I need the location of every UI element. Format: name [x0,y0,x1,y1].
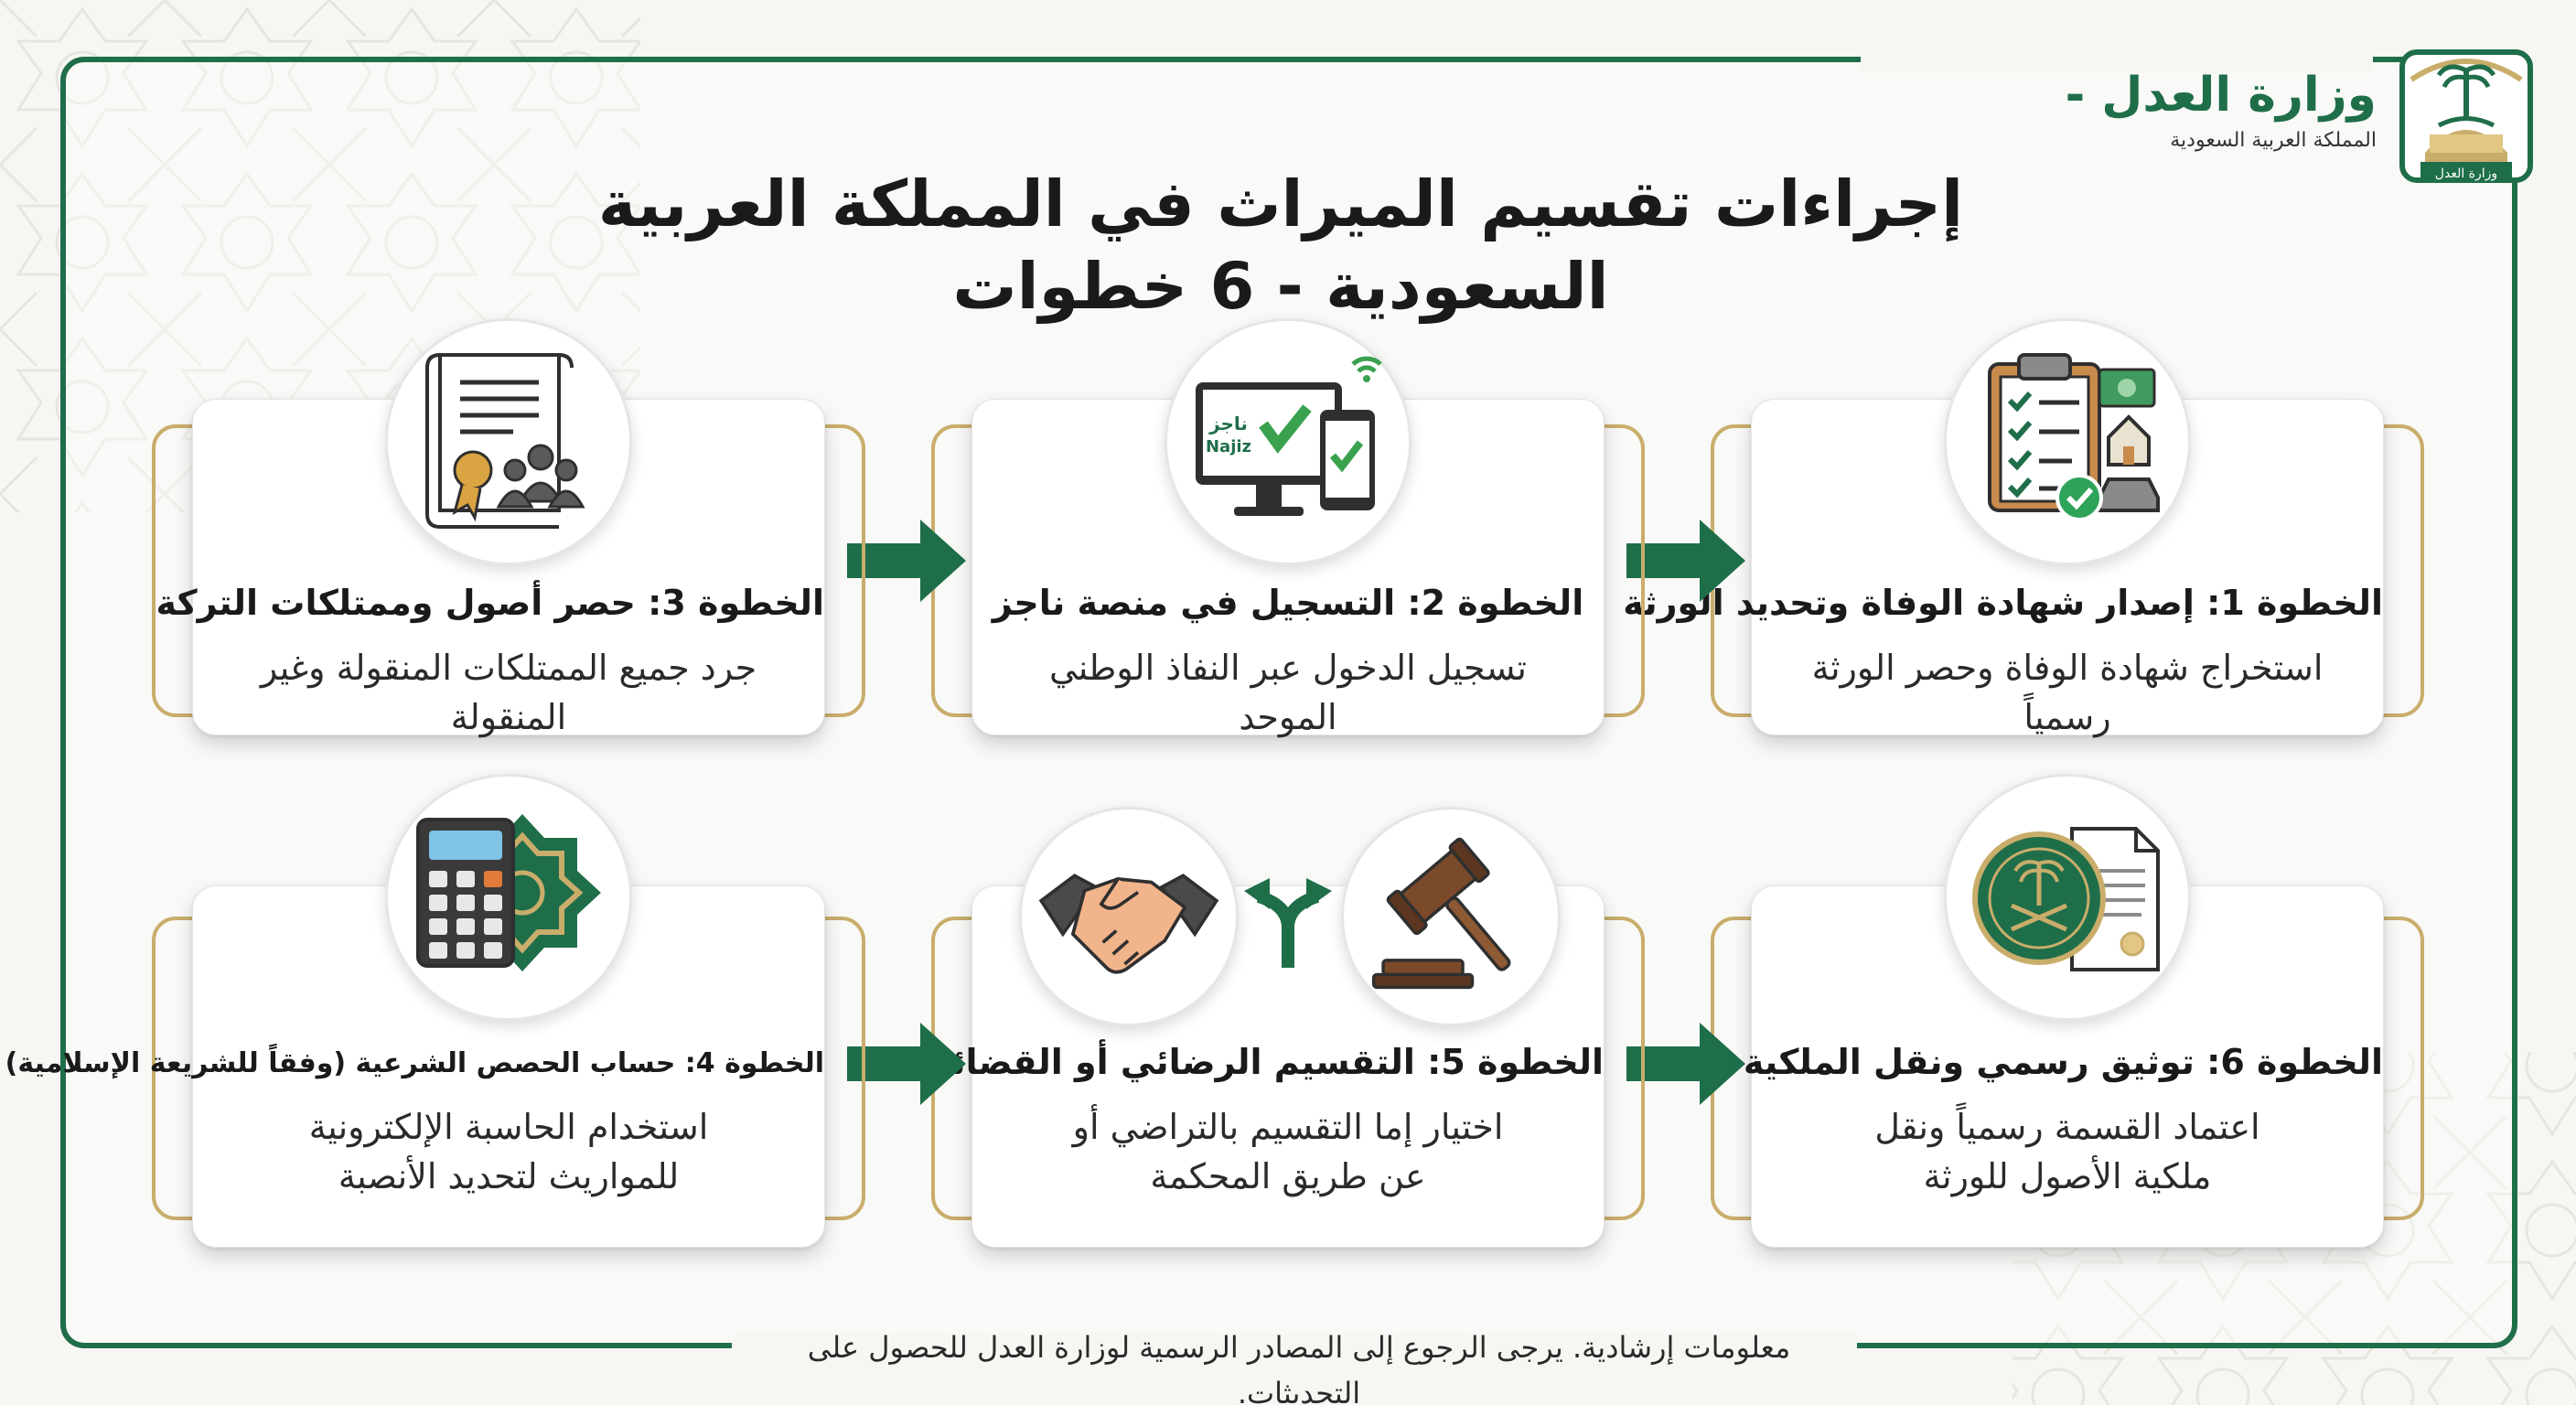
official-seal-icon [1972,827,2160,971]
frame-gap-top [1861,46,2373,73]
step-6-icon-circle [1944,774,2191,1021]
arrow-step2-to-step3 [847,520,966,602]
step-5-gavel-circle [1341,807,1561,1026]
step-6: الخطوة 6: توثيق رسمي ونقل الملكية اعتماد… [1701,774,2433,1249]
arrow-step1-to-step2 [1626,520,1745,602]
najiz-ar-label: ناجز [1208,413,1248,434]
step-3: الخطوة 3: حصر أصول وممتلكات التركة جرد ج… [143,318,875,739]
step-5-handshake-circle [1019,807,1239,1026]
handshake-icon [1038,874,1219,974]
step-3-card: الخطوة 3: حصر أصول وممتلكات التركة جرد ج… [156,399,825,737]
footer-disclaimer: معلومات إرشادية. يرجى الرجوع إلى المصادر… [807,1330,1791,1405]
step-4-icon-circle [385,774,632,1021]
ministry-country: المملكة العربية السعودية [2170,129,2377,153]
emblem-label: وزارة العدل [2435,166,2497,181]
step-6-title: الخطوة 6: توثيق رسمي ونقل الملكية [1743,1042,2383,1082]
step-3-icon-circle [385,318,632,565]
step-3-desc: جرد جميع الممتلكات المنقولة وغير المنقول… [260,648,757,737]
choice-split-icon [1244,878,1332,968]
step-6-desc: اعتماد القسمة رسمياً ونقل ملكية الأصول ل… [1874,1107,2260,1196]
step-2-icon-circle: ناجز Najiz [1165,318,1411,565]
step-4-card: الخطوة 4: حساب الحصص الشرعية (وفقاً للشر… [5,885,825,1248]
step-1-icon-circle [1944,318,2191,565]
ministry-emblem-icon: وزارة العدل [2399,49,2533,183]
step-2: الخطوة 2: التسجيل في منصة ناجز تسجيل الد… [922,318,1654,739]
clipboard-checklist-icon [1988,353,2160,521]
step-5-title: الخطوة 5: التقسيم الرضائي أو القضائي [917,1042,1604,1082]
step-1: الخطوة 1: إصدار شهادة الوفاة وتحديد الور… [1623,318,2433,739]
logo-text: وزارة العدل - المملكة العربية السعودية [2065,67,2377,153]
step-4-title: الخطوة 4: حساب الحصص الشرعية (وفقاً للشر… [5,1047,824,1079]
step-1-title: الخطوة 1: إصدار شهادة الوفاة وتحديد الور… [1623,583,2383,623]
najiz-computer-icon: ناجز Najiz [1196,356,1382,516]
step-3-title: الخطوة 3: حصر أصول وممتلكات التركة [156,583,824,623]
step-1-desc: استخراج شهادة الوفاة وحصر الورثة رسمياً [1811,648,2324,737]
najiz-en-label: Najiz [1206,437,1251,456]
arrow-step6-to-step5 [1626,1023,1745,1105]
ministry-logo: وزارة العدل وزارة العدل - المملكة العربي… [1844,33,2539,188]
step-4-desc: استخدام الحاسبة الإلكترونية للمواريث لتح… [308,1107,709,1196]
step-2-title: الخطوة 2: التسجيل في منصة ناجز [992,583,1584,623]
step-4: الخطوة 4: حساب الحصص الشرعية (وفقاً للشر… [5,774,875,1249]
calculator-icon [416,814,601,971]
ministry-name: وزارة العدل - [2065,67,2377,123]
frame-gap-bottom [732,1334,1857,1365]
gavel-icon [1371,837,1511,990]
deed-people-icon [425,353,585,529]
step-5: الخطوة 5: التقسيم الرضائي أو القضائي اخت… [917,774,1654,1249]
page-title: إجراءات تقسيم الميراث في المملكة العربية… [597,166,1964,324]
step-5-desc: اختيار إما التقسيم بالتراضي أو عن طريق ا… [1072,1107,1504,1196]
arrow-step5-to-step4 [847,1023,966,1105]
step-2-desc: تسجيل الدخول عبر النفاذ الوطني الموحد [1049,648,1527,737]
